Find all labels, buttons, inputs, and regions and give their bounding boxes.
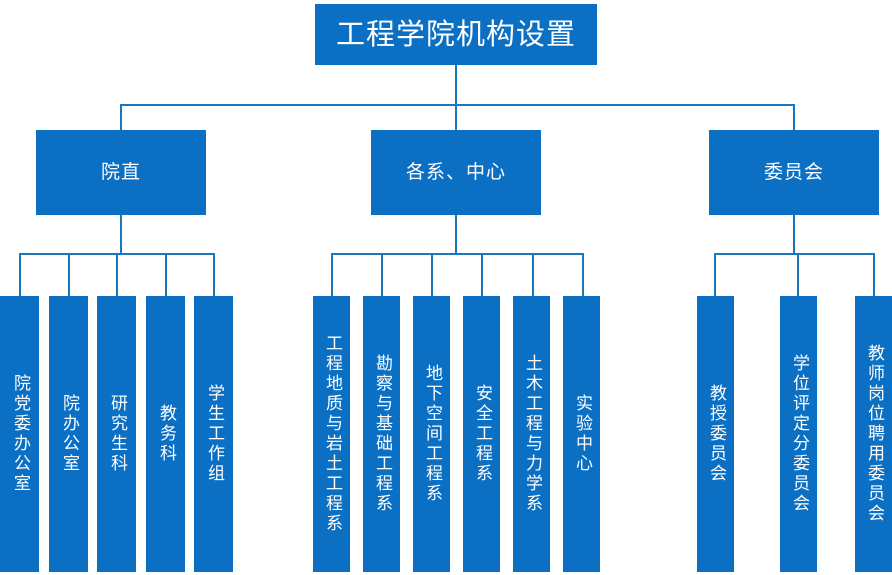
org-chart-title-label: 工程学院机构设置 [335,17,576,51]
leaf-label-gexi-4: 安全工程系 [472,384,492,484]
leaf-box-yuanzhi-2: 院办公室 [49,296,88,572]
leaf-label-yuanzhi-2: 院办公室 [59,394,79,474]
leaf-label-gexi-2: 勘察与基础工程系 [372,354,392,514]
leaf-label-weiyuanhui-2: 学位评定分委员会 [789,354,809,514]
connector-root-bus [120,104,795,106]
leaf-label-weiyuanhui-1: 教授委员会 [706,384,726,484]
leaf-label-yuanzhi-4: 教务科 [156,404,176,464]
connector-branch2-stem [455,215,457,254]
connector-root-to-branch-2 [455,104,457,131]
leaf-box-yuanzhi-5: 学生工作组 [194,296,233,572]
connector-branch3-to-leaf-3 [873,253,875,297]
leaf-box-weiyuanhui-3: 教师岗位聘用委员会 [855,296,892,572]
connector-branch1-to-leaf-3 [116,253,118,297]
leaf-label-yuanzhi-3: 研究生科 [107,394,127,474]
leaf-box-gexi-1: 工程地质与岩土工程系 [313,296,350,572]
branch-label-gexi-zhongxin: 各系、中心 [405,161,506,183]
connector-root-to-branch-1 [120,104,122,131]
leaf-box-gexi-5: 土木工程与力学系 [513,296,550,572]
leaf-box-yuanzhi-1: 院党委办公室 [0,296,39,572]
leaf-box-weiyuanhui-1: 教授委员会 [697,296,734,572]
leaf-label-gexi-3: 地下空间工程系 [422,364,442,504]
leaf-label-yuanzhi-5: 学生工作组 [204,384,224,484]
connector-branch3-stem [793,215,795,254]
branch-label-weiyuanhui: 委员会 [763,161,824,183]
leaf-box-gexi-3: 地下空间工程系 [413,296,450,572]
leaf-label-gexi-1: 工程地质与岩土工程系 [322,334,342,534]
connector-branch2-bus [331,253,583,255]
leaf-label-weiyuanhui-3: 教师岗位聘用委员会 [864,344,884,524]
connector-branch2-to-leaf-4 [481,253,483,297]
leaf-box-gexi-6: 实验中心 [563,296,600,572]
branch-box-gexi-zhongxin: 各系、中心 [371,130,541,215]
org-chart-title-box: 工程学院机构设置 [315,4,597,65]
connector-branch1-to-leaf-5 [213,253,215,297]
connector-branch2-to-leaf-5 [532,253,534,297]
connector-branch1-to-leaf-1 [19,253,21,297]
connector-root-stem [455,65,457,105]
connector-branch2-to-leaf-1 [331,253,333,297]
connector-root-to-branch-3 [793,104,795,131]
leaf-label-gexi-6: 实验中心 [572,394,592,474]
leaf-box-weiyuanhui-2: 学位评定分委员会 [780,296,817,572]
leaf-label-gexi-5: 土木工程与力学系 [522,354,542,514]
connector-branch2-to-leaf-3 [431,253,433,297]
connector-branch3-bus [714,253,874,255]
leaf-label-yuanzhi-1: 院党委办公室 [10,374,30,494]
leaf-box-gexi-4: 安全工程系 [463,296,500,572]
branch-box-weiyuanhui: 委员会 [709,130,879,215]
branch-label-yuanzhi: 院直 [100,161,141,183]
connector-branch2-to-leaf-6 [582,253,584,297]
branch-box-yuanzhi: 院直 [36,130,206,215]
connector-branch1-to-leaf-4 [165,253,167,297]
connector-branch3-to-leaf-2 [797,253,799,297]
leaf-box-gexi-2: 勘察与基础工程系 [363,296,400,572]
connector-branch1-stem [120,215,122,254]
leaf-box-yuanzhi-4: 教务科 [146,296,185,572]
connector-branch3-to-leaf-1 [714,253,716,297]
connector-branch2-to-leaf-2 [381,253,383,297]
connector-branch1-to-leaf-2 [68,253,70,297]
leaf-box-yuanzhi-3: 研究生科 [97,296,136,572]
